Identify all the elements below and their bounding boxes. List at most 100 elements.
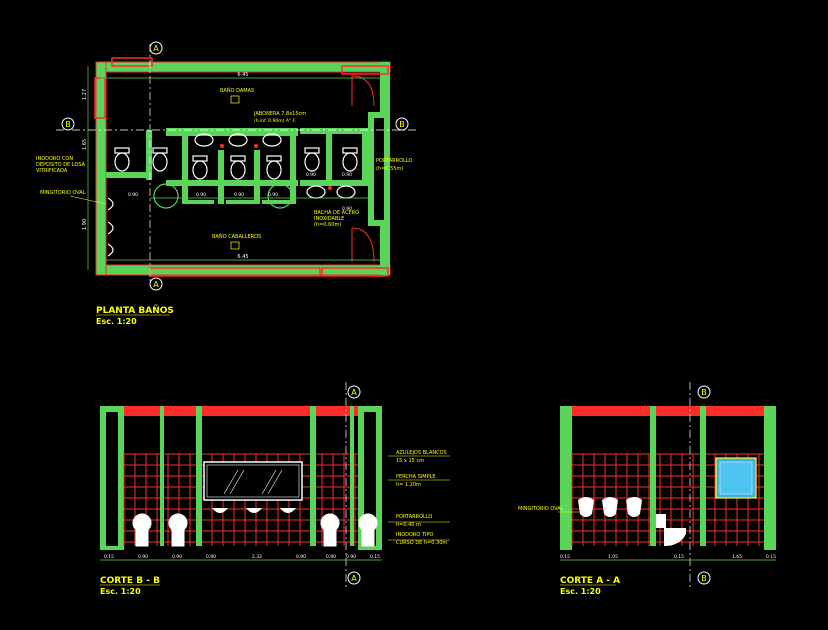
bb-toilets: [132, 513, 378, 547]
aa-toilet: [656, 514, 686, 546]
svg-text:0.90: 0.90: [172, 554, 182, 560]
label-bacha: BACHA DE ACERO: [314, 210, 359, 216]
label-azulejos: AZULEJOS BLANCOS: [396, 450, 447, 456]
plan-wall-right-top: [380, 62, 390, 122]
aa-dims: 0.15 1.05 0.15 1.65 0.15: [560, 554, 776, 560]
svg-text:A: A: [351, 574, 357, 583]
label-banio-damas: BAÑO DAMAS: [220, 87, 254, 94]
svg-text:INOXIDABLE: INOXIDABLE: [314, 216, 344, 222]
svg-text:0.90: 0.90: [206, 554, 216, 560]
toilets-row: [114, 147, 358, 180]
door-arc-bottom: [351, 227, 375, 263]
svg-text:0.90: 0.90: [346, 554, 356, 560]
svg-text:0.90: 0.90: [326, 554, 336, 560]
svg-text:15 x 15 cm: 15 x 15 cm: [396, 458, 424, 464]
label-portarrollo-plan: PORTARROLLO: [376, 158, 412, 164]
plan-window-top: [111, 57, 153, 67]
bb-scale: Esc. 1:20: [100, 587, 141, 596]
svg-text:0.90: 0.90: [128, 192, 138, 198]
svg-text:1.65: 1.65: [82, 139, 88, 150]
aa-wall-left: [560, 406, 572, 550]
urinals-plan: [107, 197, 114, 257]
plan-dimension-lines: [87, 66, 386, 270]
svg-text:CURSO DE h=0.30m: CURSO DE h=0.30m: [396, 540, 447, 546]
svg-text:0.90: 0.90: [342, 172, 352, 178]
bb-marker-bottom: A: [347, 571, 361, 585]
svg-text:(h.inf. 0.90m) A° F.: (h.inf. 0.90m) A° F.: [254, 118, 296, 124]
svg-text:0.90: 0.90: [196, 192, 206, 198]
svg-text:(h=0.60m): (h=0.60m): [314, 222, 341, 228]
bb-sinks: [212, 508, 296, 513]
sinks-top: [194, 133, 282, 147]
bb-ceiling: [100, 406, 382, 416]
label-percha: PERCHA SIMPLE: [396, 474, 436, 480]
stall-dims: 0.90 0.90 0.90 0.90 0.90 0.90 0.90: [128, 172, 352, 212]
svg-text:A: A: [153, 44, 159, 53]
svg-text:0.15: 0.15: [370, 554, 380, 560]
plan-wall-left: [95, 61, 107, 276]
section-bb: A A AZULEJOS BLANCOS 15 x 15 cm PERCHA S…: [100, 382, 450, 596]
aa-partitions: [650, 406, 706, 546]
svg-text:B: B: [399, 120, 405, 129]
plan-wall-bottom: [95, 264, 391, 276]
plan-scale: Esc. 1:20: [96, 317, 137, 326]
svg-text:VITRIFICADA: VITRIFICADA: [36, 168, 68, 174]
stall-partitions: [146, 130, 368, 204]
plan-title: PLANTA BAÑOS: [96, 305, 174, 316]
svg-text:0.90: 0.90: [296, 554, 306, 560]
label-portarrollo-bb: PORTARROLLO: [396, 514, 432, 520]
aa-title: CORTE A - A: [560, 576, 620, 586]
svg-text:A: A: [351, 388, 357, 397]
svg-text:0.90: 0.90: [268, 192, 278, 198]
partition-top: [166, 128, 298, 136]
label-inodoro: INODORO CON: [36, 156, 73, 162]
bb-title: CORTE B - B: [100, 576, 160, 586]
stall-door-swings: [153, 183, 293, 209]
marker-b-plan-left: B: [61, 117, 75, 131]
svg-text:0.90: 0.90: [342, 206, 352, 212]
floor-plan: A A B B 6.45 6.45 1.27 1.65 1.90 0.90 0.…: [36, 41, 418, 326]
aa-urinals: [578, 497, 642, 517]
svg-text:(h=0.55m): (h=0.55m): [376, 166, 403, 172]
svg-text:2.32: 2.32: [252, 554, 262, 560]
bb-dims: 0.15 0.90 0.90 0.90 2.32 0.90 0.90 0.90 …: [104, 554, 380, 560]
plan-wall-right-bottom: [380, 226, 390, 275]
marker-b-plan-right: B: [395, 117, 409, 131]
svg-text:DEPOSITO DE LOSA: DEPOSITO DE LOSA: [36, 162, 86, 168]
dim-bottom: 6.45: [237, 254, 248, 260]
section-aa: B B MINGITORIO OVAL 0.15 1.05 0.15 1.65 …: [518, 382, 776, 596]
svg-text:0.90: 0.90: [306, 172, 316, 178]
svg-text:0.15: 0.15: [766, 554, 776, 560]
aa-marker-top: B: [697, 385, 711, 399]
marker-a-plan-bottom: A: [149, 277, 163, 291]
svg-text:0.90: 0.90: [234, 192, 244, 198]
svg-text:h= 1.20m: h= 1.20m: [396, 482, 421, 488]
svg-text:h=0.40 m: h=0.40 m: [396, 522, 421, 528]
svg-text:0.15: 0.15: [674, 554, 684, 560]
svg-text:0.15: 0.15: [104, 554, 114, 560]
aa-wall-right: [764, 406, 776, 550]
svg-text:1.65: 1.65: [732, 554, 742, 560]
svg-text:0.15: 0.15: [560, 554, 570, 560]
aa-ceiling: [560, 406, 776, 416]
marker-a-plan-top: A: [149, 41, 163, 55]
label-inodoro-bb: INODORO TIPO: [396, 532, 433, 538]
dim-top: 6.45: [237, 72, 248, 78]
svg-text:1.27: 1.27: [82, 89, 88, 100]
plan-wall-top: [95, 61, 391, 73]
plan-window-top-right: [341, 65, 389, 75]
bb-marker-top: A: [347, 385, 361, 399]
svg-text:B: B: [65, 120, 71, 129]
door-arc-top: [351, 75, 375, 107]
svg-text:B: B: [701, 388, 707, 397]
aa-scale: Esc. 1:20: [560, 587, 601, 596]
bb-partitions: [160, 406, 354, 546]
label-banio-caballeros: BAÑO CABALLEROS: [212, 233, 261, 240]
svg-text:B: B: [701, 574, 707, 583]
aa-marker-bottom: B: [697, 571, 711, 585]
label-mingitorio-plan: MINGITORIO OVAL: [40, 190, 86, 196]
bb-mirror: [203, 461, 303, 501]
svg-text:1.05: 1.05: [608, 554, 618, 560]
svg-text:1.90: 1.90: [82, 219, 88, 230]
